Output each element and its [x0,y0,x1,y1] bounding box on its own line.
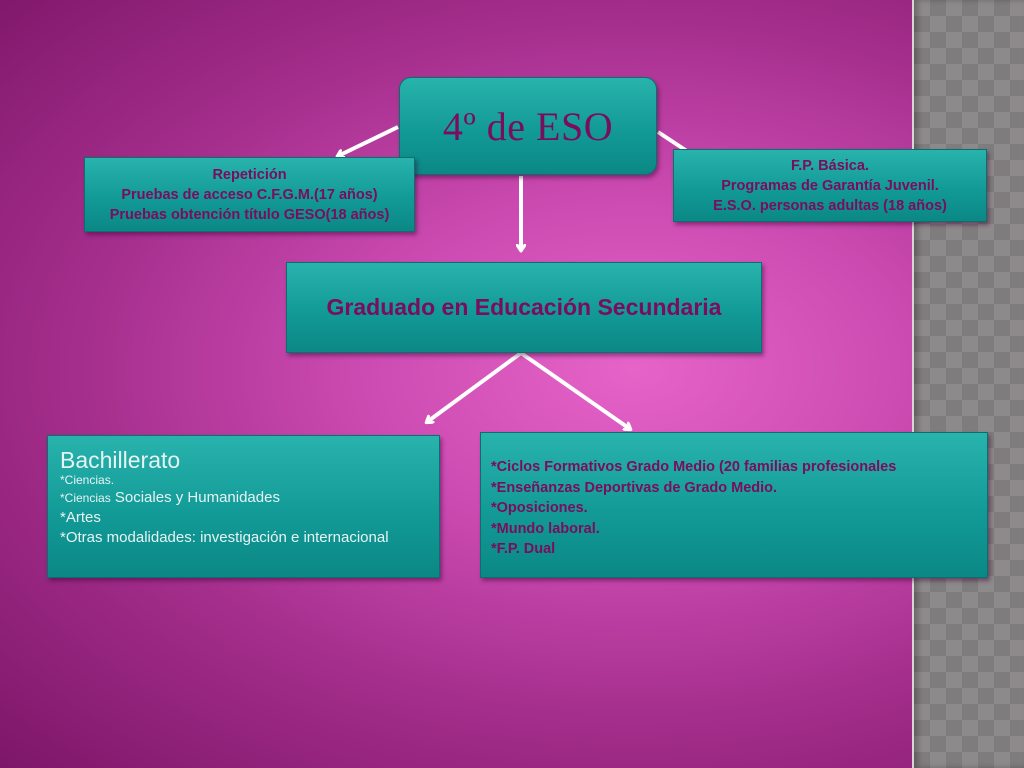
node-4-eso: 4º de ESO [399,77,657,175]
node-graduado-title: Graduado en Educación Secundaria [326,294,722,320]
arrow-to-bachillerato [427,351,523,422]
node-4-eso-title: 4º de ESO [442,103,614,149]
arrow-to-repeticion [338,125,399,156]
node-fp-basica-line: F.P. Básica. [791,157,869,174]
node-ciclos-line: *Enseñanzas Deportivas de Grado Medio. [491,479,778,496]
node-bachillerato: Bachillerato *Ciencias. *Ciencias Social… [47,435,440,578]
node-repeticion: Repetición Pruebas de acceso C.F.G.M.(17… [84,157,415,232]
node-repeticion-line: Pruebas de acceso C.F.G.M.(17 años) [121,186,378,203]
node-bachillerato-title: Bachillerato [60,447,181,473]
node-bachillerato-line: *Ciencias Sociales y Humanidades [60,488,439,508]
arrow-to-ciclos [519,351,630,429]
node-fp-basica-line: E.S.O. personas adultas (18 años) [713,197,947,214]
node-repeticion-line: Pruebas obtención título GESO(18 años) [109,206,390,223]
node-bachillerato-prefix: *Ciencias [60,491,111,505]
node-repeticion-line: Repetición [212,166,287,183]
node-bachillerato-line: *Otras modalidades: investigación e inte… [60,529,389,546]
node-ciclos-line: *Oposiciones. [491,500,588,516]
node-bachillerato-line: *Ciencias. [60,473,115,487]
node-ciclos-line: *Ciclos Formativos Grado Medio (20 famil… [491,459,897,475]
node-graduado: Graduado en Educación Secundaria [286,262,762,353]
node-ciclos-line: *Mundo laboral. [491,520,600,537]
node-bachillerato-suffix: Sociales y Humanidades [110,489,280,506]
node-ciclos-line: *F.P. Dual [491,541,556,557]
node-bachillerato-line: *Artes [60,509,101,526]
decorative-side-strip [912,0,1024,768]
node-fp-basica: F.P. Básica. Programas de Garantía Juven… [673,149,987,222]
node-fp-basica-line: Programas de Garantía Juvenil. [721,177,939,194]
node-ciclos: *Ciclos Formativos Grado Medio (20 famil… [480,432,988,578]
